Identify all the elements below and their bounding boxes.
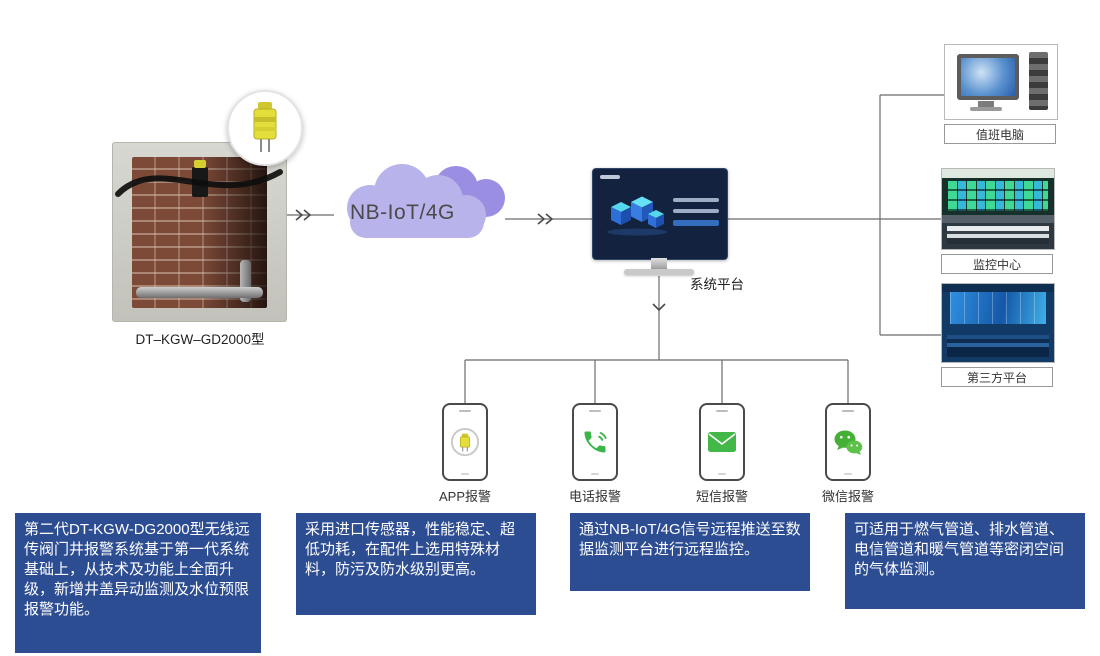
- well-pipe-vertical: [240, 260, 251, 302]
- duty-computer-image: [944, 44, 1058, 120]
- phone-call-icon: [584, 431, 607, 453]
- monitor-stand: [651, 258, 667, 269]
- console-desks: [947, 335, 1049, 357]
- dashboard-cubes-icon: [607, 196, 667, 236]
- duty-computer-label: 值班电脑: [944, 124, 1056, 144]
- node-monitoring-center: 监控中心: [941, 168, 1055, 274]
- well-pipe-horizontal: [136, 287, 263, 298]
- platform-label: 系统平台: [690, 277, 744, 292]
- network-cloud-icon: [347, 164, 505, 238]
- gas-sensor-icon: [253, 102, 277, 152]
- phone-wechat-alarm: [825, 403, 871, 481]
- sms-envelope-icon: [708, 432, 736, 452]
- note-sensor-quality: 采用进口传感器，性能稳定、超低功耗，在配件上选用特殊材料，防污及防水级别更高。: [296, 513, 536, 615]
- phone-call-alarm: [572, 403, 618, 481]
- device-label: DT–KGW–GD2000型: [135, 332, 265, 347]
- device-closeup: [227, 90, 303, 166]
- monitoring-center-label: 监控中心: [941, 254, 1053, 274]
- app-alarm-icon: [450, 427, 480, 457]
- control-desks: [947, 226, 1049, 244]
- phone-app-alarm: [442, 403, 488, 481]
- sms-alarm-label: 短信报警: [695, 489, 748, 504]
- screen-wall: [948, 181, 1048, 211]
- third-party-platform-label: 第三方平台: [941, 367, 1053, 387]
- monitoring-center-image: [941, 168, 1055, 250]
- phone-alarm-label: 电话报警: [568, 489, 621, 504]
- note-remote-monitoring: 通过NB-IoT/4G信号远程推送至数据监测平台进行远程监控。: [570, 513, 810, 591]
- third-party-platform-image: [941, 283, 1055, 363]
- node-duty-computer: 值班电脑: [944, 44, 1058, 144]
- app-alarm-label: APP报警: [438, 489, 491, 504]
- platform-monitor: [592, 168, 728, 260]
- phone-sms-alarm: [699, 403, 745, 481]
- note-applications: 可适用于燃气管道、排水管道、电信管道和暖气管道等密闭空间的气体监测。: [845, 513, 1085, 609]
- pc-tower-icon: [1029, 52, 1048, 110]
- login-panel: [673, 191, 719, 233]
- well-photo: [112, 142, 287, 322]
- cloud-label: NB-IoT/4G: [350, 201, 455, 224]
- wechat-icon: [834, 430, 863, 455]
- big-screen-wall: [950, 292, 1046, 324]
- monitor-base: [624, 269, 694, 275]
- node-third-party-platform: 第三方平台: [941, 283, 1055, 387]
- wechat-alarm-label: 微信报警: [821, 489, 874, 504]
- cable-hose: [115, 169, 283, 197]
- desktop-monitor-icon: [957, 54, 1019, 100]
- note-system-overview: 第二代DT-KGW-DG2000型无线远传阀门井报警系统基于第一代系统基础上，从…: [15, 513, 261, 653]
- screen-logo: [600, 175, 620, 179]
